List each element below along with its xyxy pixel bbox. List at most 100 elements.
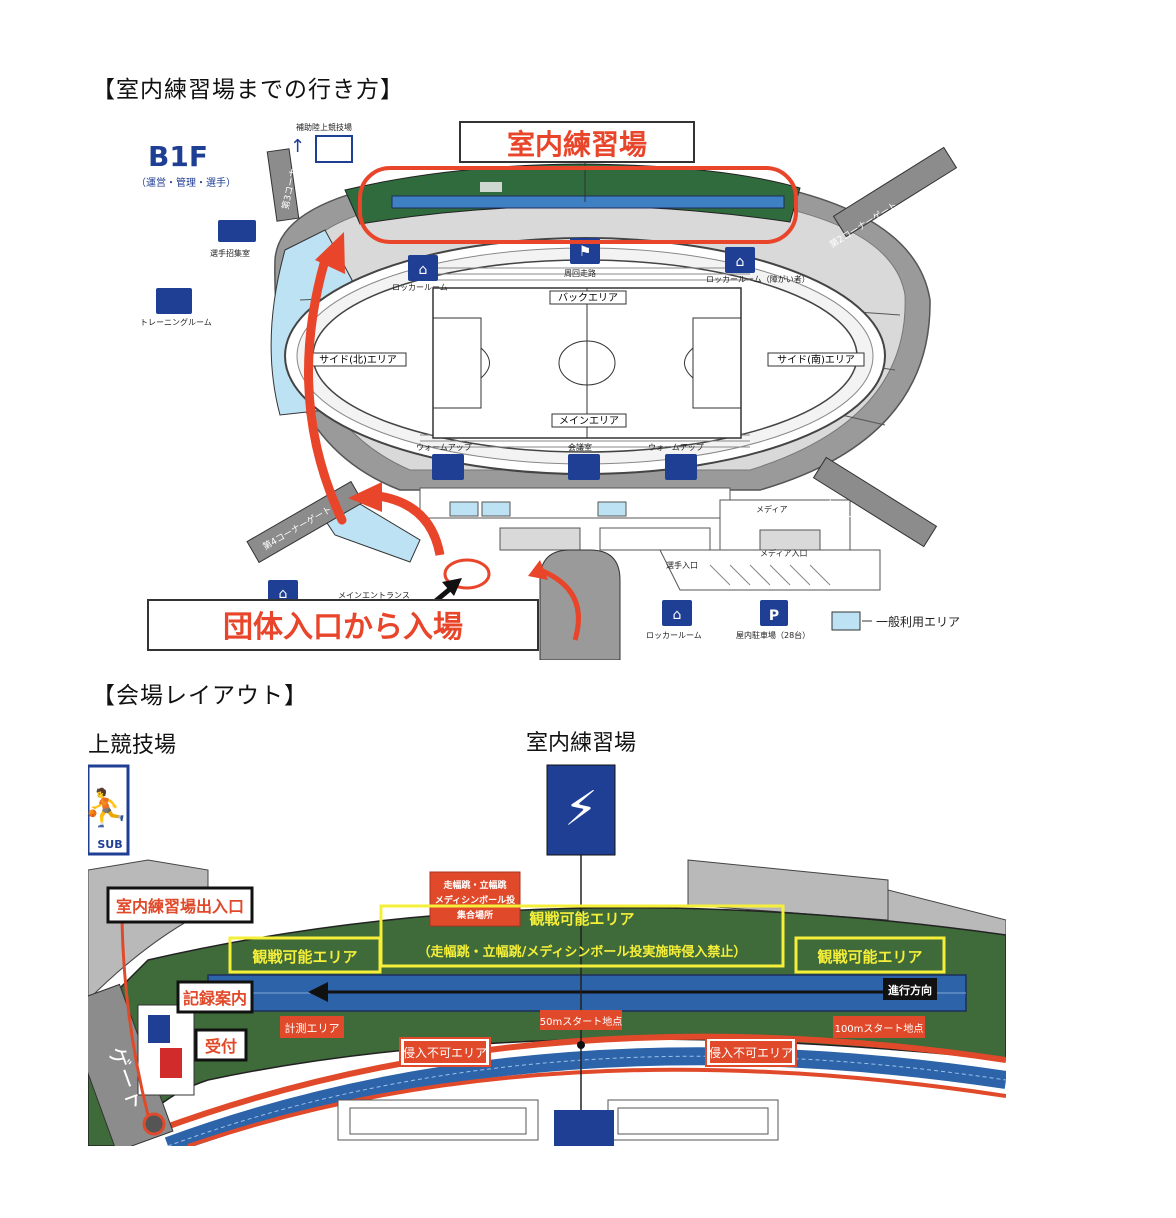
penalty-arc-west <box>480 347 490 379</box>
entry-callout: 団体入口から入場 <box>223 610 463 645</box>
up-arrow-icon: ↑ <box>290 136 305 157</box>
room-labels: 選手招集室 トレーニングルーム ロッカールーム 周回走路 ロッカールーム（障がい… <box>140 248 810 640</box>
indoor-title-box <box>459 121 695 163</box>
parking-glyph: P <box>769 608 779 624</box>
runner-icon: ⚡ <box>564 781 598 837</box>
sub-runner-icon: ⛹ <box>88 786 128 829</box>
route-arrow-entry <box>369 490 445 556</box>
track-curve-outer <box>156 1033 1006 1133</box>
gate-ne <box>832 146 958 238</box>
warmup-left-icon <box>432 454 464 480</box>
layout-heading: 【会場レイアウト】 <box>92 683 308 709</box>
parking-icon <box>760 600 788 626</box>
watch-center-box <box>379 904 785 968</box>
entrance-label-box <box>106 886 254 924</box>
hanger-glyph: ⌂ <box>736 254 745 270</box>
sign-glyphs: ⌂ ⚑ ⌂ P ⌂ ⌂ <box>279 244 780 624</box>
timing-area-label: 計測エリア <box>285 1021 340 1035</box>
area-main-label: メインエリア <box>559 416 619 427</box>
penalty-area-west <box>432 317 482 409</box>
indoor-highlight <box>358 166 798 244</box>
assembly-line-1: 走幅跳・立幅跳 <box>442 879 506 891</box>
player-entrance-label: 選手入口 <box>666 560 698 570</box>
runner-glyph: ⚑ <box>579 244 592 260</box>
hanger-glyph: ⌂ <box>279 586 288 602</box>
watch-right-label: 観戦可能エリア <box>817 948 922 966</box>
track-curve-inner <box>187 1067 1006 1146</box>
start-100m-label: 100mスタート地点 <box>835 1022 924 1035</box>
call-room-label: 選手招集室 <box>210 248 250 258</box>
training-room-icon <box>156 288 192 314</box>
locker-nw-icon <box>408 255 438 281</box>
locker-bottom-label: ロッカールーム <box>646 631 702 640</box>
entrance-label: 室内練習場出入口 <box>116 897 244 916</box>
area-labels: バックエリア メインエリア サイド(北)エリア サイド(南)エリア <box>309 290 865 428</box>
stand-rows <box>420 267 750 448</box>
aux-field-icon <box>315 135 353 163</box>
indoor-runner-sign <box>546 764 616 856</box>
entry-callout-box <box>147 599 539 651</box>
locker-ne-icon <box>725 247 755 273</box>
watch-left-label: 観戦可能エリア <box>252 948 357 966</box>
watch-center-note: （走幅跳・立幅跳/メディシンボール投実施時侵入禁止） <box>418 944 747 960</box>
route-arrow-head <box>315 232 345 274</box>
watch-left-box <box>228 936 382 974</box>
indoor-lane <box>391 195 785 209</box>
venue-layout-map: ゲート ⚡ SUB ⛹ 上競技場 室内練習場 室内練習場出入口 記録案内 受付 … <box>88 731 1006 1146</box>
no-entry-left-label: 侵入不可エリア <box>403 1045 487 1060</box>
main-entrance-label: メインエントランス <box>338 591 410 600</box>
aux-field-label: 補助陸上競技場 <box>296 122 352 132</box>
area-side-south-label: サイド(南)エリア <box>777 353 855 366</box>
female-restroom-icon <box>160 1048 182 1078</box>
warmup-right-icon <box>665 454 697 480</box>
watch-center-title: 観戦可能エリア <box>529 910 634 928</box>
indoor-title: 室内練習場 <box>507 128 647 161</box>
indoor-center-label: 室内練習場 <box>526 731 636 756</box>
direction-label: 進行方向 <box>888 983 932 997</box>
locker-sw-icon <box>268 580 298 604</box>
area-back-label: バックエリア <box>558 292 618 304</box>
meeting-icon <box>568 454 600 480</box>
sub-sign-text: SUB <box>97 838 122 851</box>
male-restroom-icon <box>148 1015 170 1043</box>
parking-stripes <box>709 564 831 586</box>
assembly-box <box>429 871 521 927</box>
hanger-glyph: ⌂ <box>673 607 682 623</box>
gate-nw <box>266 148 300 222</box>
lower-runner-sign <box>554 1110 614 1146</box>
training-label: トレーニングルーム <box>140 317 212 327</box>
legend-label: 一般利用エリア <box>876 614 960 629</box>
indoor-lane-start <box>480 182 502 192</box>
entrance-marker <box>142 1112 166 1136</box>
stadium-floor-map: バックエリア メインエリア サイド(北)エリア サイド(南)エリア 第3コーナー… <box>136 121 960 660</box>
entrance-circle <box>443 558 491 590</box>
direction-arrow-head <box>308 982 328 1002</box>
bottom-facilities <box>419 487 851 557</box>
sub-sign <box>88 764 130 856</box>
corridor-label: 周回走路 <box>564 268 596 278</box>
route-arrow-main <box>304 255 347 525</box>
signs <box>156 135 788 626</box>
inner-seating <box>337 1099 779 1141</box>
meeting-label: 会議室 <box>568 442 592 452</box>
reception-label-box <box>194 1028 248 1062</box>
floor-label: B1F <box>148 140 208 173</box>
penalty-area-east <box>692 317 742 409</box>
reception-label: 受付 <box>205 1037 237 1056</box>
start-100m-box <box>833 1016 925 1038</box>
start-50m-box <box>540 1010 622 1030</box>
aux-stadium-label: 上競技場 <box>88 733 176 758</box>
gate-se <box>812 456 938 548</box>
start-50m-label: 50mスタート地点 <box>540 1015 622 1028</box>
corridor-icon <box>570 238 600 264</box>
record-label-box <box>176 980 254 1014</box>
locker-nw-label: ロッカールーム <box>392 283 448 292</box>
assembly-line-2: メディシンボール投 <box>435 894 515 906</box>
entry-road <box>539 549 621 660</box>
record-label: 記録案内 <box>183 989 247 1008</box>
warmup-left-label: ウォームアップ <box>416 443 472 452</box>
floor-sub-label: （運営・管理・選手） <box>136 176 236 189</box>
entry-route-line <box>120 919 150 1116</box>
route-entry-head <box>348 482 382 512</box>
call-room-icon <box>218 220 256 242</box>
